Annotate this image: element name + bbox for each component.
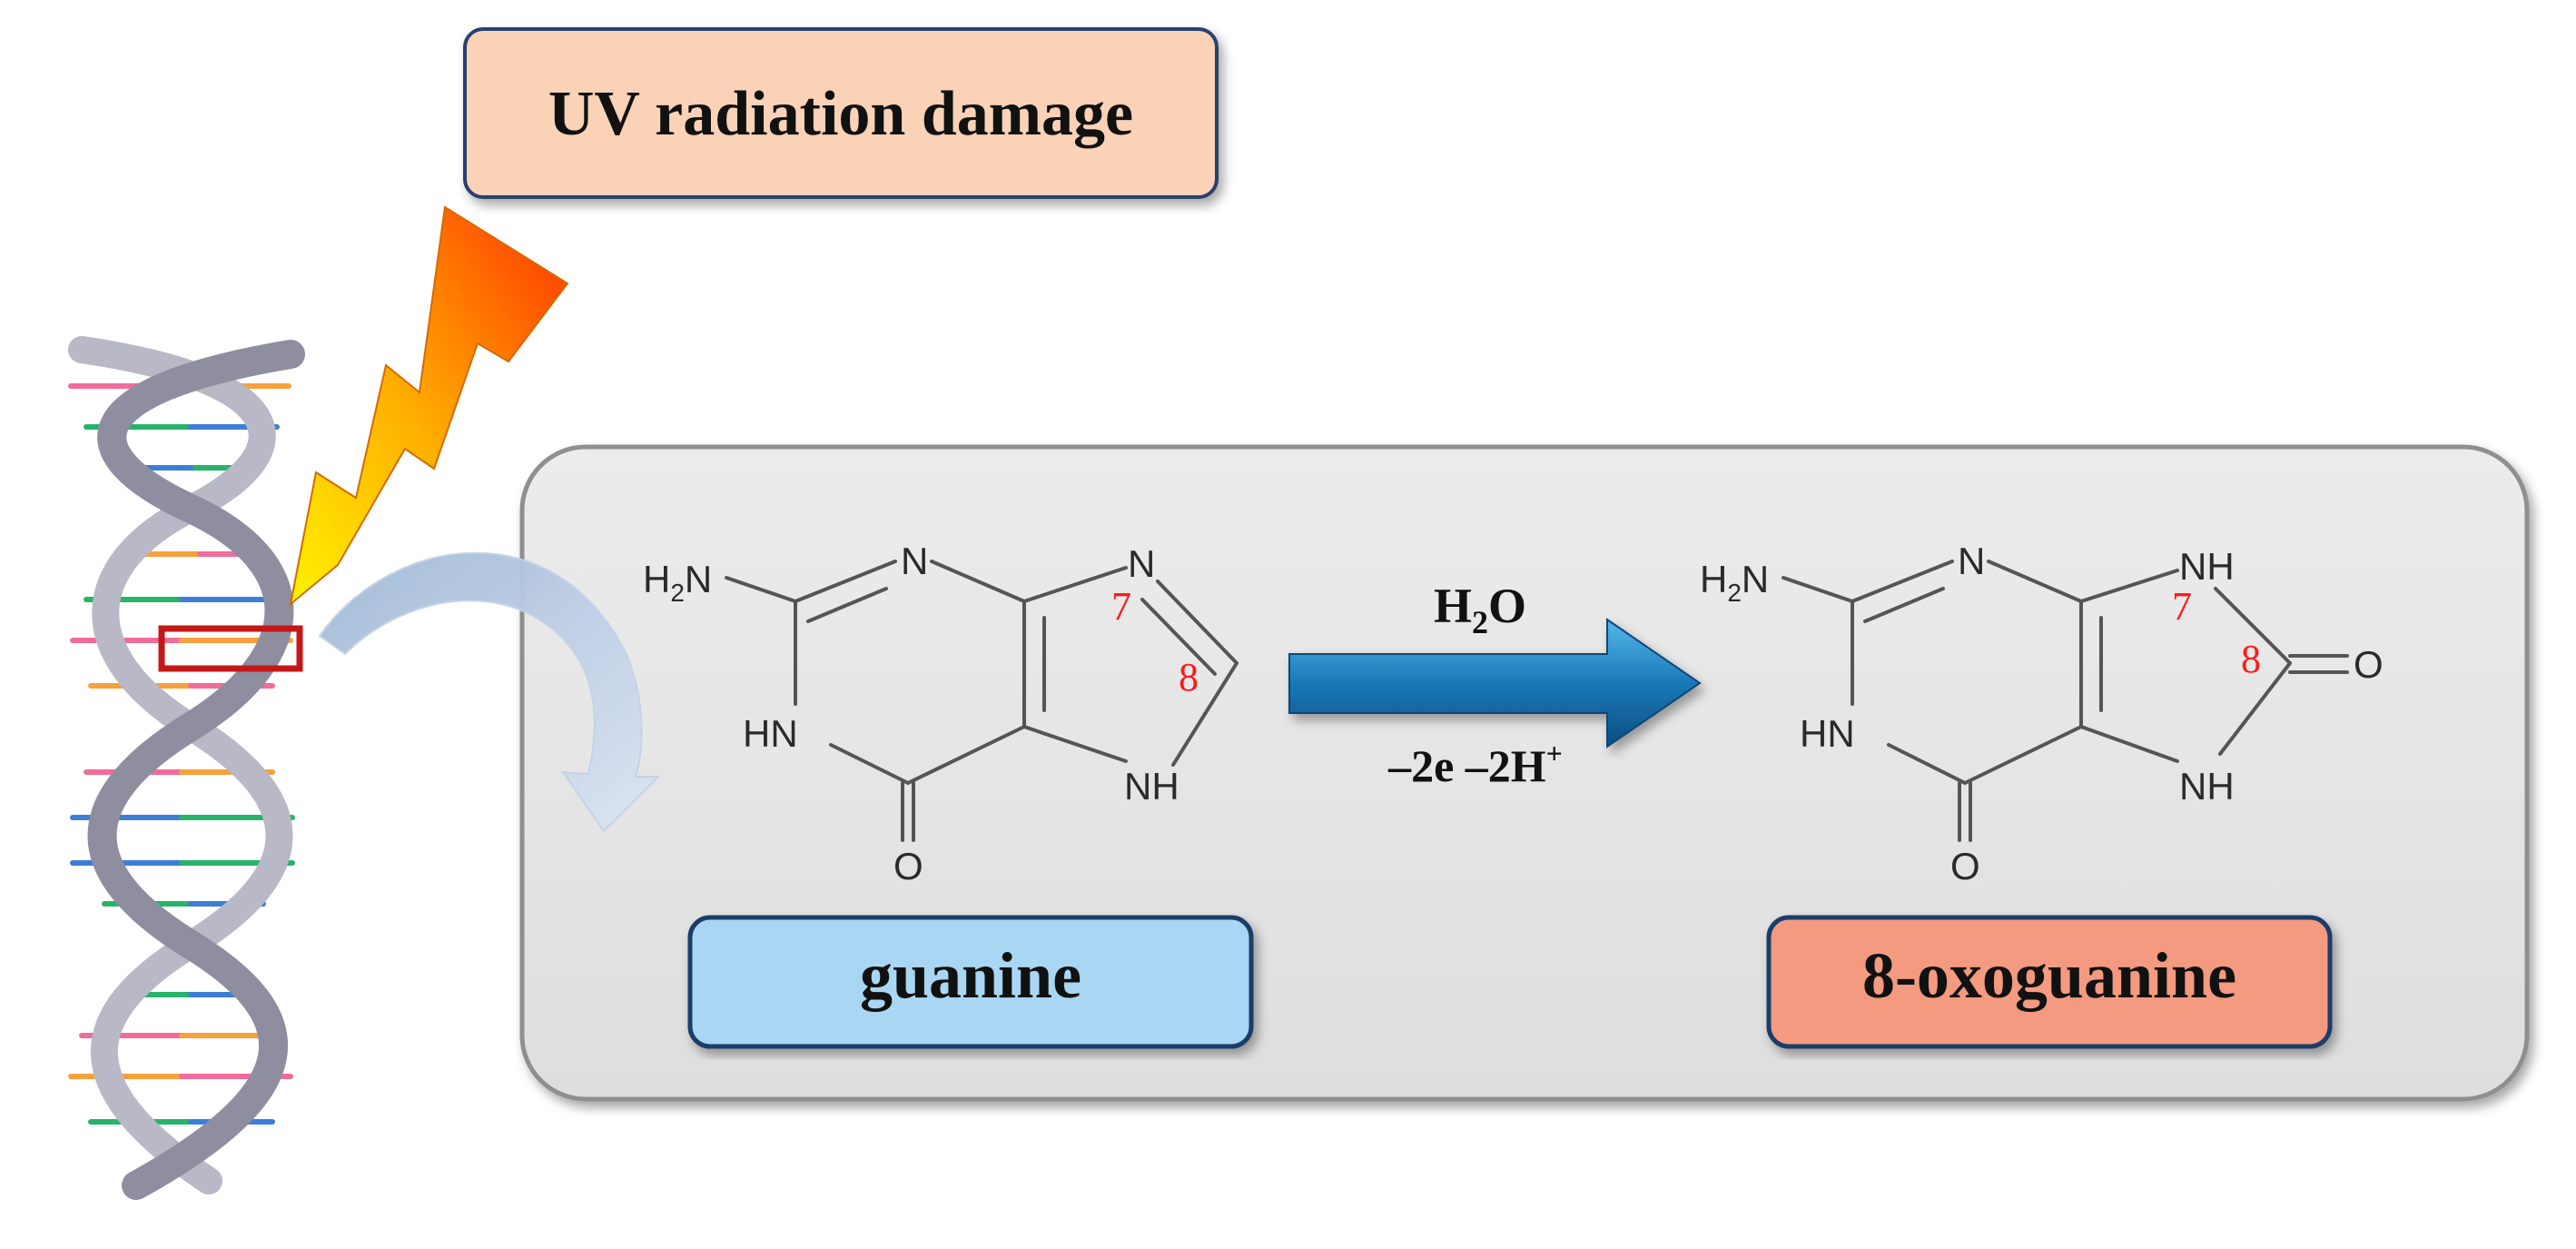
guanine-n-top: N xyxy=(901,540,928,582)
zoom-curved-arrow xyxy=(318,551,661,833)
oxoguanine-nh7: NH xyxy=(2179,545,2235,588)
oxoguanine-n-top: N xyxy=(1958,540,1985,582)
oxoguanine-label-box xyxy=(1766,915,2333,1049)
reaction-arrow xyxy=(1288,618,1702,748)
dna-helix xyxy=(68,336,305,1200)
oxoguanine-structure xyxy=(1781,560,2349,842)
uv-radiation-title: UV radiation damage xyxy=(548,79,1133,149)
oxoguanine-oxygen-6: O xyxy=(1950,845,1980,887)
uv-radiation-label-box xyxy=(463,27,1219,199)
dna-strand-back xyxy=(68,336,293,1194)
oxoguanine-hn: HN xyxy=(1800,712,1855,755)
oxoguanine-label: 8-oxoguanine xyxy=(1862,939,2236,1012)
dna-strand-front xyxy=(87,340,305,1200)
reagent-water: H2O xyxy=(1434,579,1526,640)
oxoguanine-oxygen-8: O xyxy=(2354,643,2384,686)
guanine-amine-group: H2N xyxy=(643,558,712,607)
oxoguanine-locant-7: 7 xyxy=(2172,584,2192,629)
lightning-bolt-icon xyxy=(289,205,569,607)
guanine-label: guanine xyxy=(860,939,1081,1012)
guanine-label-box xyxy=(687,915,1254,1049)
oxoguanine-amine-group: H2N xyxy=(1700,558,1769,607)
guanine-hn: HN xyxy=(743,712,798,755)
oxoguanine-nh9: NH xyxy=(2179,765,2235,808)
damage-highlight-box xyxy=(158,625,303,672)
guanine-locant-7: 7 xyxy=(1111,584,1131,629)
guanine-nh: NH xyxy=(1124,765,1179,808)
reaction-conditions: –2e –2H+ xyxy=(1387,737,1563,791)
guanine-structure xyxy=(725,560,1239,842)
guanine-oxygen: O xyxy=(893,845,923,887)
oxoguanine-locant-8: 8 xyxy=(2241,637,2261,681)
guanine-n7: N xyxy=(1128,542,1155,585)
guanine-locant-8: 8 xyxy=(1179,655,1199,699)
